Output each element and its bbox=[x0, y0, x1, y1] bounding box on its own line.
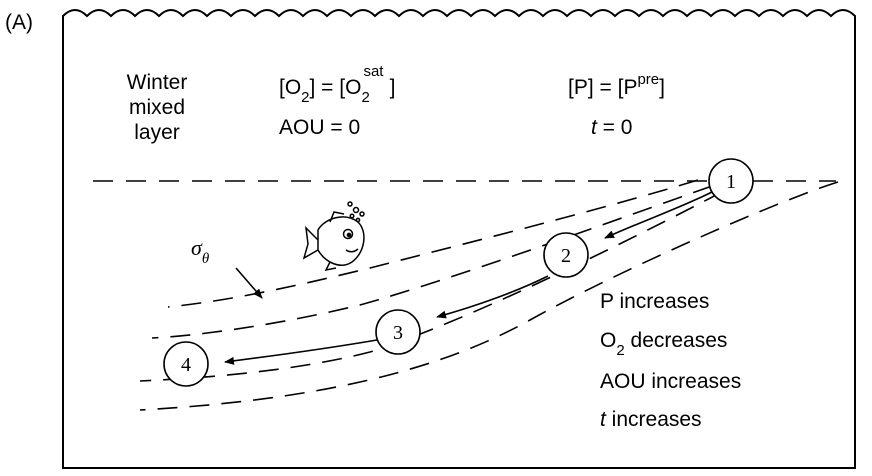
station-1-circle bbox=[708, 158, 754, 204]
arrow-3-to-4 bbox=[224, 339, 378, 365]
mixed-layer-line-2: mixed bbox=[128, 96, 186, 119]
ocean-box bbox=[62, 9, 856, 469]
mixed-layer-line-1: Winter bbox=[126, 71, 188, 94]
trend-time: t increases bbox=[600, 408, 702, 431]
isopycnal-line-1 bbox=[167, 179, 699, 308]
isopycnal-line-2 bbox=[151, 185, 713, 339]
fish-with-bubbles-icon bbox=[302, 201, 365, 272]
panel-label: (A) bbox=[5, 11, 33, 34]
station-2-label: 2 bbox=[561, 245, 571, 267]
station-4-label: 4 bbox=[181, 354, 191, 376]
trend-oxygen: O2 decreases bbox=[600, 329, 728, 360]
arrow-2-to-3 bbox=[436, 275, 549, 319]
trend-aou: AOU increases bbox=[600, 370, 742, 393]
isopycnal-line-4 bbox=[139, 181, 839, 411]
flow-arrows bbox=[224, 191, 713, 365]
arrow-1-to-2 bbox=[604, 191, 713, 239]
station-3-label: 3 bbox=[393, 322, 403, 344]
phosphate-equation: [P] = [Ppre] bbox=[568, 71, 665, 99]
mixed-layer-label: Winter mixed layer bbox=[112, 70, 202, 145]
time-equation: t = 0 bbox=[591, 116, 633, 139]
isopycnal-pointer-arrow bbox=[235, 267, 263, 299]
station-1-label: 1 bbox=[726, 171, 736, 193]
trend-phosphate: P increases bbox=[600, 290, 710, 313]
stations bbox=[163, 158, 754, 387]
aou-equation: AOU = 0 bbox=[279, 116, 361, 139]
isopycnal-label: σθ bbox=[191, 235, 210, 268]
station-2-circle bbox=[543, 232, 589, 278]
station-3-circle bbox=[375, 309, 421, 355]
station-4-circle bbox=[163, 341, 209, 387]
mixed-layer-line-3: layer bbox=[134, 121, 180, 144]
